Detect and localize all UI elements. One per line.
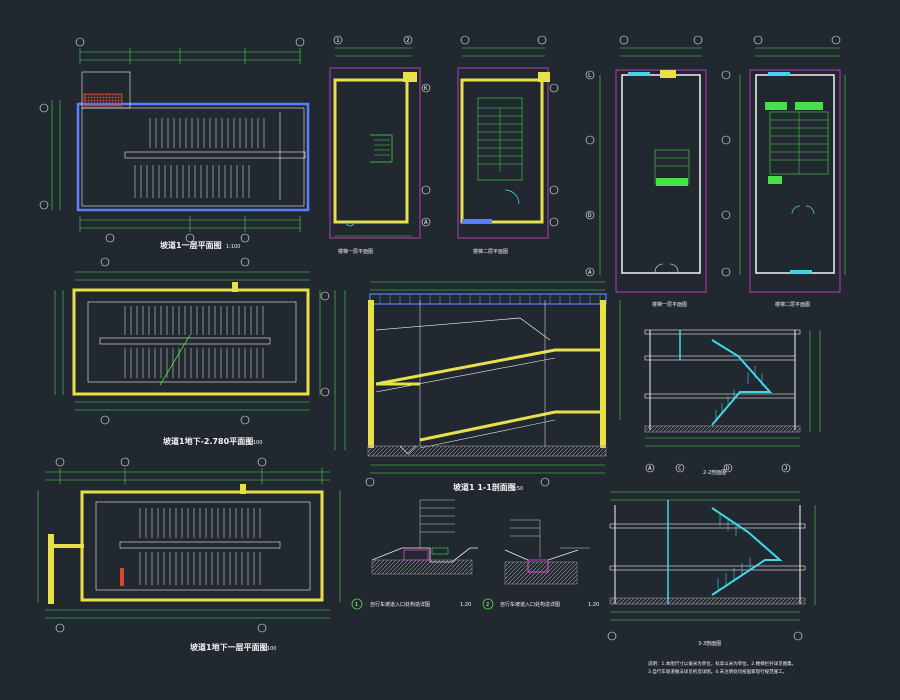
detail1-title: 自行车坡道入口处构造详图	[370, 601, 430, 608]
plan1-ramp-lower	[134, 165, 250, 198]
plan1-title: 坡道1一层平面图	[160, 240, 222, 250]
section11-title: 坡道1 1-1剖面图	[453, 482, 516, 492]
plan2-wall	[72, 288, 310, 396]
detail2-number-circle	[482, 598, 494, 610]
detail2-number: 2	[486, 602, 489, 608]
plan2-steps-upper	[124, 306, 264, 335]
section22-title: 2-2剖面图	[703, 469, 726, 476]
svg-text:D: D	[726, 465, 730, 472]
detail-2: 2 自行车坡道入口处构造详图 1:20	[482, 519, 599, 610]
plan3-steps-lower	[139, 552, 261, 585]
plan3-steps-upper	[139, 508, 261, 538]
plan3-dimension-lines	[37, 468, 341, 619]
svg-text:C: C	[678, 465, 682, 472]
general-notes: 说明：1.本图尺寸以毫米为单位，标高以米为单位。2.楼梯栏杆详见图集。 3.自行…	[648, 660, 796, 675]
svg-text:A: A	[424, 219, 428, 226]
plan1-entry-paving	[83, 93, 123, 107]
plan1-axis-bubbles	[39, 37, 305, 243]
plan1-scale: 1:100	[226, 244, 240, 250]
section-1-1: 坡道1 1-1剖面图 1:50	[320, 281, 621, 492]
note-line-1: 说明：1.本图尺寸以毫米为单位，标高以米为单位。2.楼梯栏杆详见图集。	[648, 660, 796, 667]
plan3-scale: 1:100	[262, 646, 276, 652]
plan3-title: 坡道1地下一层平面图	[190, 642, 268, 652]
section33-title: 3-3剖面图	[698, 640, 721, 647]
stair-plan-c: 楼梯一层平面图	[585, 35, 707, 308]
detail1-number-circle	[351, 598, 363, 610]
detail2-title: 自行车坡道入口处构造详图	[500, 601, 560, 608]
plan2-scale: 1:100	[248, 440, 262, 446]
plan1-dimension-lines	[51, 48, 301, 232]
axis-labels: 1 2 K A L D A A C D J	[336, 37, 788, 472]
detail-1: 1 自行车坡道入口处构造详图 1:20	[351, 499, 478, 610]
svg-text:J: J	[784, 465, 788, 472]
stair-plan-a: 楼梯一层平面图	[329, 35, 431, 255]
detail2-scale: 1:20	[588, 602, 599, 608]
svg-text:K: K	[424, 85, 428, 92]
section11-dimension-lines	[334, 281, 621, 474]
section-3-3: 3-3剖面图	[607, 491, 816, 647]
plan2-title: 坡道1地下-2.780平面图	[163, 436, 253, 446]
plan2-steps-lower	[124, 348, 264, 378]
plan-basement-1: 坡道1地下一层平面图 1:100	[37, 457, 341, 652]
svg-text:A: A	[648, 465, 652, 472]
plan3-wall	[80, 490, 324, 602]
plan1-ramp-upper	[149, 118, 265, 148]
stair-plan-a-title: 楼梯一层平面图	[338, 248, 373, 255]
svg-text:L: L	[588, 72, 592, 79]
stair-plan-b: 楼梯二层平面图	[457, 35, 559, 255]
plan2-axis-bubbles	[100, 257, 250, 425]
plan3-axis-bubbles	[55, 457, 267, 633]
note-line-2: 3.自行车坡道做法详见构造详图。4.未注明处均按国家现行规范施工。	[648, 668, 787, 675]
svg-text:A: A	[588, 269, 592, 276]
stair-plan-d: 楼梯二层平面图	[721, 35, 846, 308]
plan-ground-floor: 坡道1一层平面图 1:100	[39, 37, 310, 250]
plan2-dimension-lines	[54, 271, 321, 411]
stair-plan-d-title: 楼梯二层平面图	[775, 301, 810, 308]
detail1-scale: 1:20	[460, 602, 471, 608]
svg-text:D: D	[588, 212, 592, 219]
svg-text:1: 1	[336, 37, 340, 44]
plan-minus-2780: 坡道1地下-2.780平面图 1:100	[54, 257, 321, 446]
svg-text:2: 2	[406, 37, 410, 44]
stair-plan-b-title: 楼梯二层平面图	[473, 248, 508, 255]
section-2-2: 2-2剖面图	[644, 329, 821, 476]
stair-plan-c-title: 楼梯一层平面图	[652, 301, 687, 308]
section11-scale: 1:50	[512, 486, 523, 492]
detail1-number: 1	[355, 602, 358, 608]
plan1-outer-wall	[76, 102, 310, 212]
